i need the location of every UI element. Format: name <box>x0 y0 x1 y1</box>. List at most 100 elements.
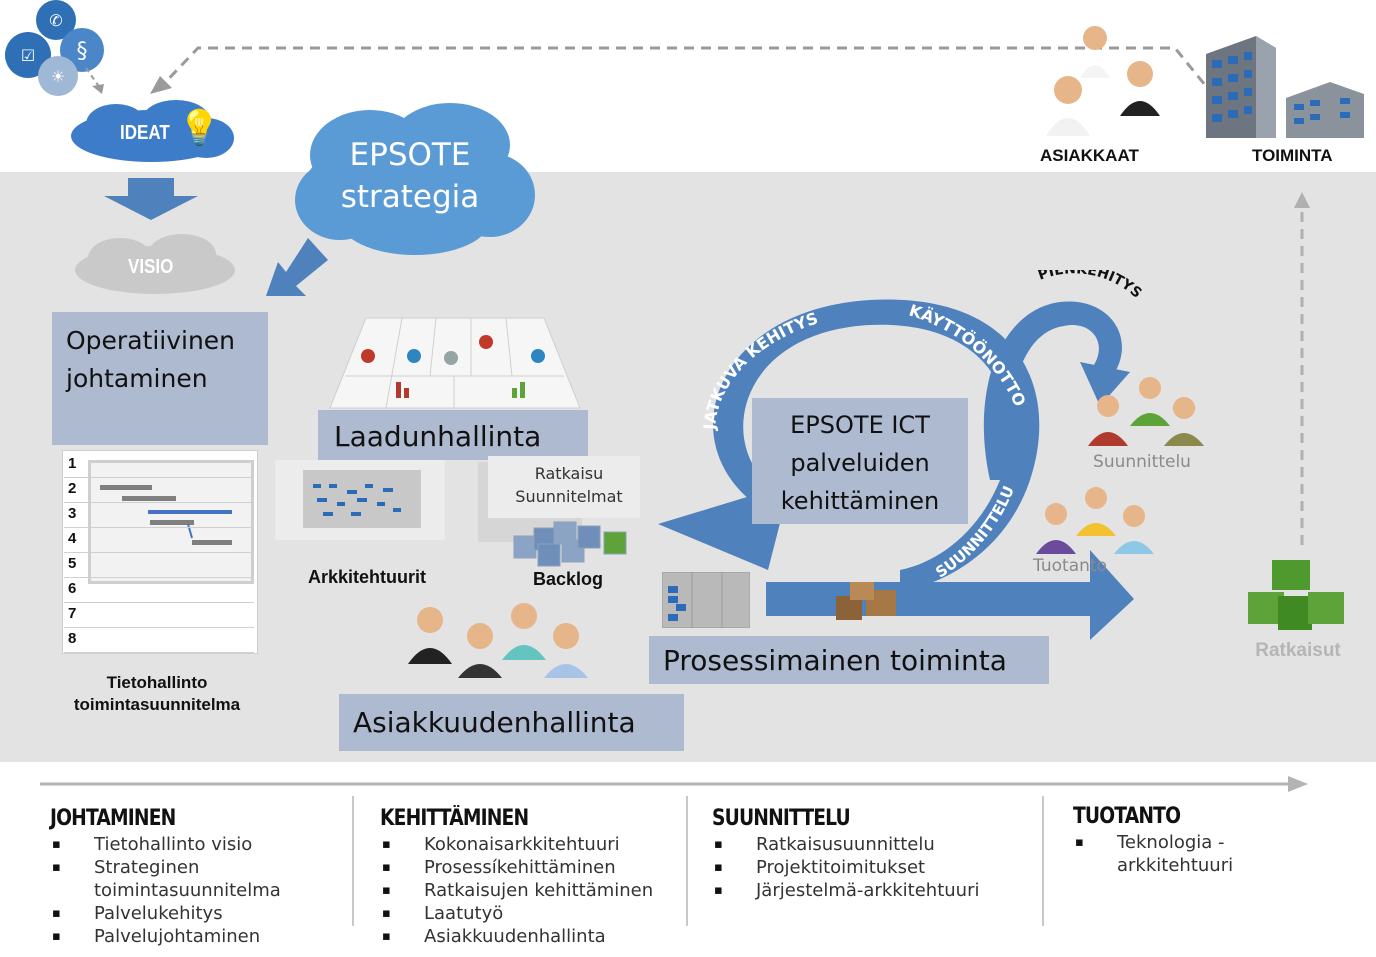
gantt-row <box>64 477 254 503</box>
visio-cloud <box>75 234 235 294</box>
bullet-icon: ▪ <box>52 929 61 944</box>
bullet-icon: ▪ <box>714 883 723 898</box>
feedback-dashed-arrows <box>85 46 1310 545</box>
list-item: ▪ Projektitoimitukset <box>712 856 1032 879</box>
list-item-text: Prosessíkehittäminen <box>424 857 616 878</box>
column-divider-3 <box>1042 796 1044 926</box>
list-item: ▪ Tietohallinto visio <box>50 833 350 856</box>
gantt-row <box>64 577 254 603</box>
list-item-text: Ratkaisusuunnittelu <box>756 834 935 855</box>
package-boxes-icon <box>836 582 896 620</box>
list-item-text: Laatutyö <box>424 903 504 924</box>
epsote-strategia-cloud <box>295 103 535 255</box>
operatiivinen-box: Operatiivinen johtaminen <box>52 312 268 445</box>
svg-text:PIENKEHITYS: PIENKEHITYS <box>1036 270 1145 302</box>
ideat-cloud <box>71 100 234 162</box>
gantt-row <box>64 527 254 553</box>
asiakkuudenhallinta-box: Asiakkuudenhallinta <box>339 694 684 751</box>
tuotanto-people-icon <box>1036 487 1154 554</box>
list-item: ▪Palvelujohtaminen <box>50 925 350 948</box>
tuotanto-caption: Tuotanto <box>1033 556 1107 576</box>
bullet-icon: ▪ <box>382 929 391 944</box>
suunnittelu-caption: Suunnittelu <box>1093 452 1191 472</box>
bullet-icon: ▪ <box>52 837 61 852</box>
epsote-ict-box: EPSOTE ICT palveluiden kehittäminen <box>752 398 968 524</box>
arkkitehtuurit-caption: Arkkitehtuurit <box>307 567 426 587</box>
backlog-caption: Backlog <box>532 569 604 589</box>
list-item: ▪ Asiakkuudenhallinta <box>380 925 680 948</box>
list-item: ▪ Strateginen toimintasuunnitelma <box>50 856 350 902</box>
column-divider-1 <box>352 796 354 926</box>
lightbulb-icon: 💡 <box>178 109 221 147</box>
prosessimainen-label: Prosessimainen toiminta <box>663 644 1007 677</box>
operatiivinen-label: Operatiivinen johtaminen <box>66 326 236 393</box>
column-item-list: ▪ Kokonaisarkkitehtuuri ▪ Prosessíkehittämi… <box>380 833 680 948</box>
column-suunnittelu: SUUNNITTELU▪Ratkaisusuunnittelu▪Projekti… <box>712 806 1032 902</box>
gantt-row <box>64 552 254 578</box>
bullet-icon: ▪ <box>52 860 61 875</box>
bullet-icon: ▪ <box>714 860 723 875</box>
list-item-text: Asiakkuudenhallinta <box>424 926 606 947</box>
buildings-icon <box>1206 36 1364 138</box>
gantt-row-number: 6 <box>68 580 77 597</box>
svg-text:§: § <box>77 39 88 64</box>
ratkaisut-caption: Ratkaisut <box>1255 640 1341 661</box>
pienkehitys-text: PIENKEHITYS <box>1036 270 1145 302</box>
gantt-row-number: 7 <box>68 605 77 622</box>
list-item: ▪ Ratkaisujen kehittäminen <box>380 879 680 902</box>
column-item-list: ▪ Tietohallinto visio ▪ Strateginen toimint… <box>50 833 350 948</box>
laadunhallinta-box: Laadunhallinta <box>318 410 588 460</box>
arkkitehtuurit-diagram <box>303 470 421 528</box>
list-item-text: Strateginen toimintasuunnitelma <box>94 857 281 901</box>
gantt-row-number: 4 <box>68 530 77 547</box>
list-item-text: Kokonaisarkkitehtuuri <box>424 834 620 855</box>
list-item: ▪ Teknologia - arkkitehtuuri <box>1073 831 1333 877</box>
asiakkuus-people-icon <box>408 603 588 678</box>
asiakkaat-label: ASIAKKAAT <box>1040 146 1139 165</box>
gantt-row-number: 1 <box>68 455 77 472</box>
list-item: ▪ Ratkaisusuunnittelu <box>712 833 1032 856</box>
gantt-row <box>64 627 254 653</box>
backlog-cubes-icon <box>513 521 627 567</box>
column-title: KEHITTÄMINEN <box>380 806 529 831</box>
toiminta-label: TOIMINTA <box>1252 146 1333 165</box>
gantt-row-number: 2 <box>68 480 77 497</box>
svg-text:✆: ✆ <box>49 11 62 30</box>
idea-icons-cluster: ✆ ☑ § ☀ <box>5 0 104 96</box>
svg-text:☀: ☀ <box>51 67 65 86</box>
gantt-row-number: 3 <box>68 505 77 522</box>
bullet-icon: ▪ <box>382 883 391 898</box>
list-item: ▪ Laatutyö <box>380 902 680 925</box>
ratkaisu-suunnitelmat-label: Ratkaisu Suunnitelmat <box>515 464 623 506</box>
bullet-icon: ▪ <box>714 837 723 852</box>
column-title: TUOTANTO <box>1073 804 1181 829</box>
asiakkaat-people-icon <box>1046 26 1160 136</box>
ratkaisu-suunnitelmat-card: Ratkaisu Suunnitelmat <box>488 456 640 518</box>
bullet-icon: ▪ <box>382 906 391 921</box>
list-item: ▪Palvelukehitys <box>50 902 350 925</box>
bullet-icon: ▪ <box>382 860 391 875</box>
column-title: JOHTAMINEN <box>50 806 176 831</box>
column-kehittaminen: KEHITTÄMINEN ▪ Kokonaisarkkitehtuuri ▪ Prose… <box>380 806 680 948</box>
svg-text:☑: ☑ <box>21 46 35 65</box>
column-item-list: ▪ Ratkaisusuunnittelu ▪ Projektitoimitukset… <box>712 833 1032 902</box>
list-item-text: Ratkaisujen kehittäminen <box>424 880 654 901</box>
column-divider-2 <box>686 796 688 926</box>
list-item: ▪ Järjestelmä-arkkitehtuuri <box>712 879 1032 902</box>
list-item-text: Palvelukehitys <box>94 903 223 924</box>
bullet-icon: ▪ <box>382 837 391 852</box>
list-item-text: Järjestelmä-arkkitehtuuri <box>756 880 980 901</box>
gantt-row <box>64 502 254 528</box>
timeline-arrow <box>40 776 1308 792</box>
gantt-row-number: 8 <box>68 630 77 647</box>
list-item-text: Tietohallinto visio <box>94 834 253 855</box>
down-arrow <box>104 178 198 220</box>
kanban-board-icon <box>662 572 750 628</box>
column-item-list: ▪ Teknologia - arkkitehtuuri <box>1073 831 1333 877</box>
strategia-arrow <box>266 238 328 296</box>
epsote-ict-label: EPSOTE ICT palveluiden kehittäminen <box>780 411 940 515</box>
list-item-text: Projektitoimitukset <box>756 857 926 878</box>
bullet-icon: ▪ <box>1075 835 1084 850</box>
list-item-text: Teknologia - arkkitehtuuri <box>1117 832 1234 876</box>
asiakkuudenhallinta-label: Asiakkuudenhallinta <box>353 706 636 739</box>
